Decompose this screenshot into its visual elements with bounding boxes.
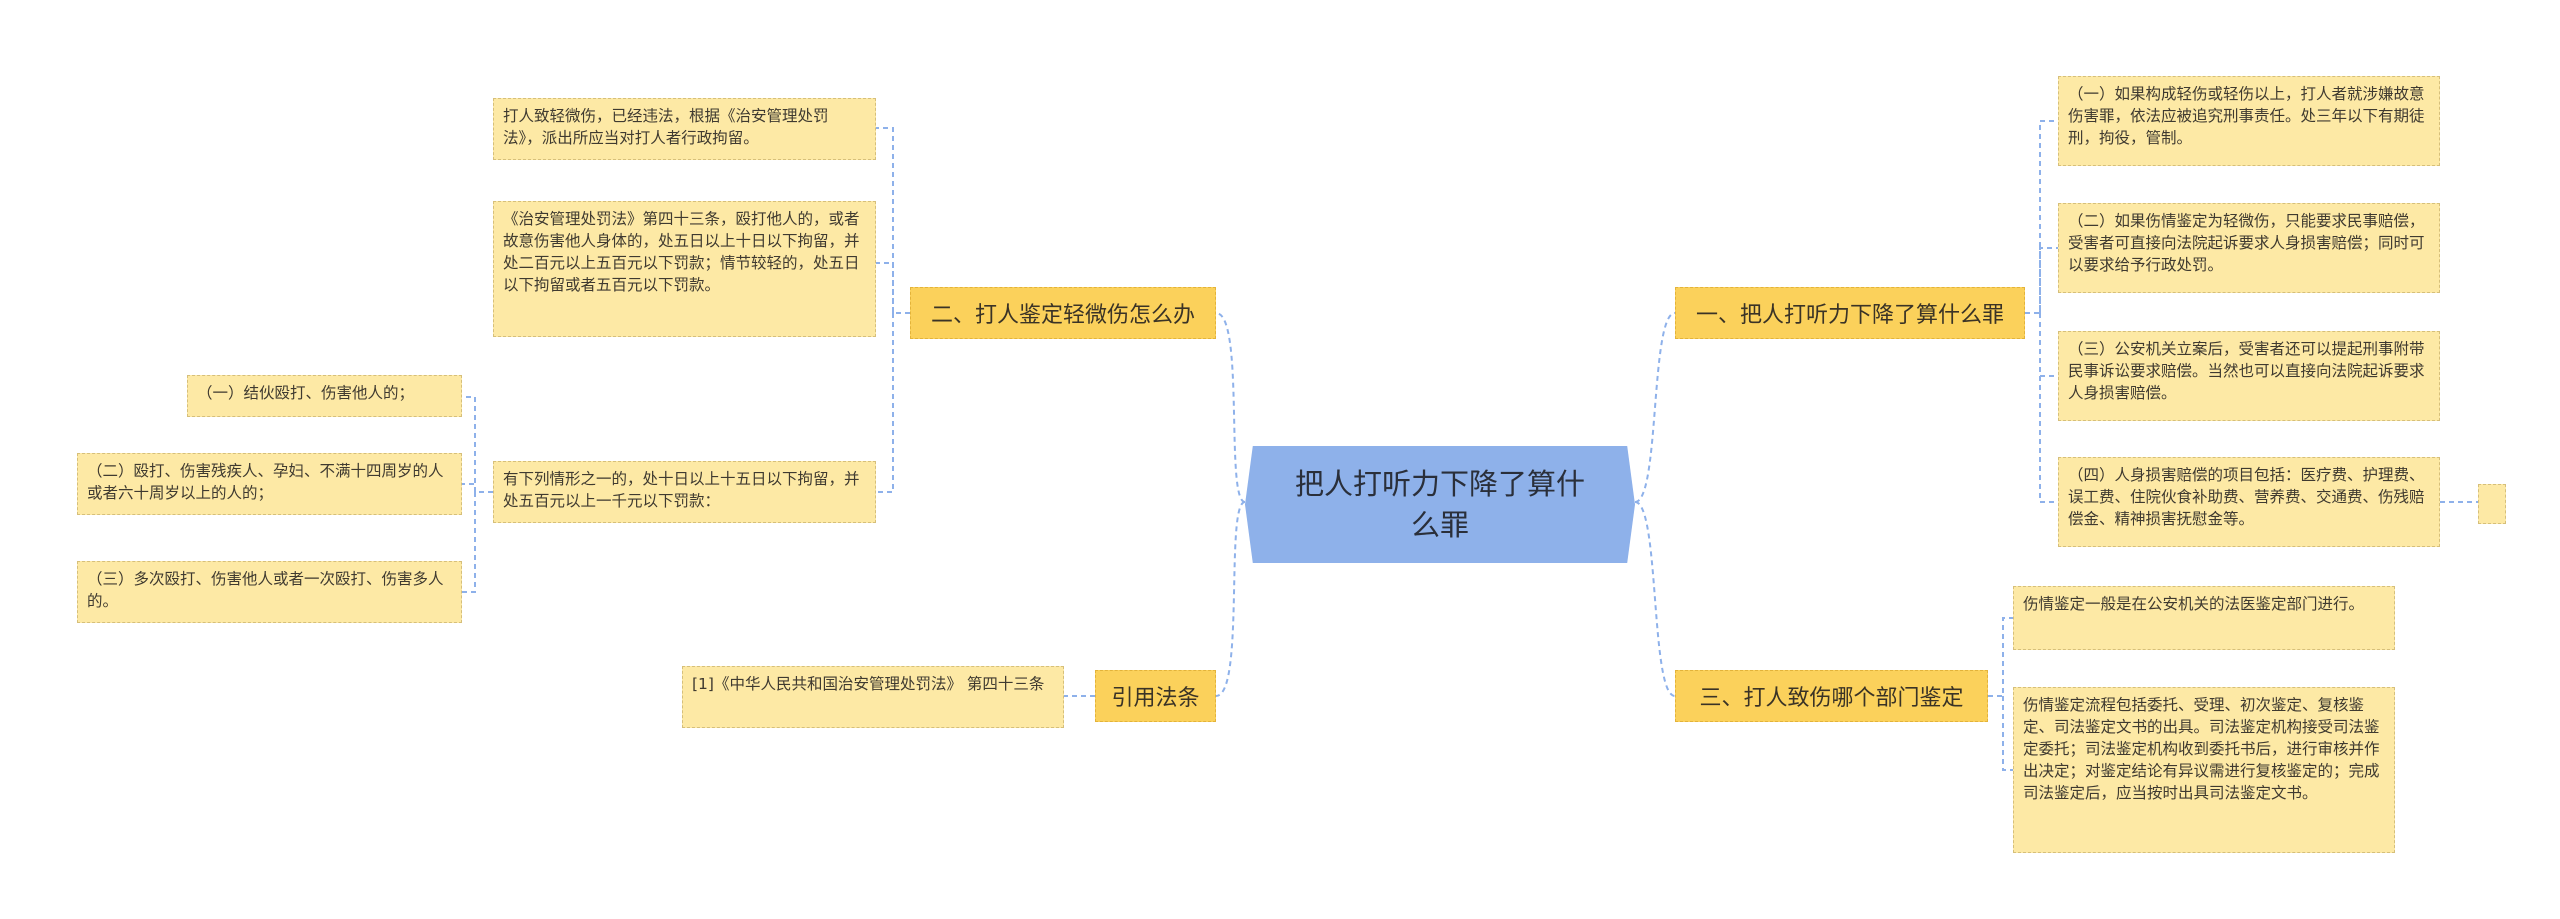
leaf-vulnerable-victims[interactable]: （二）殴打、伤害残疾人、孕妇、不满十四周岁的人或者六十周岁以上的人的； [77,453,462,515]
branch-cited-law[interactable]: 引用法条 [1095,670,1216,722]
leaf-law-citation[interactable]: [1]《中华人民共和国治安管理处罚法》 第四十三条 [682,666,1064,728]
leaf-appraisal-process[interactable]: 伤情鉴定流程包括委托、受理、初次鉴定、复核鉴定、司法鉴定文书的出具。司法鉴定机构… [2013,687,2395,853]
branch-label: 引用法条 [1111,686,1200,711]
root-topic[interactable]: 把人打听力下降了算什么罪 [1245,446,1635,563]
leaf-aggravating-circumstances[interactable]: 有下列情形之一的，处十日以上十五日以下拘留，并处五百元以上一千元以下罚款： [493,461,876,523]
branch-label: 二、打人鉴定轻微伤怎么办 [930,303,1195,328]
leaf-serious-injury[interactable]: （一）如果构成轻伤或轻伤以上，打人者就涉嫌故意伤害罪，依法应被追究刑事责任。处三… [2058,76,2440,166]
leaf-appraisal-department[interactable]: 伤情鉴定一般是在公安机关的法医鉴定部门进行。 [2013,586,2395,650]
branch-injury-appraisal[interactable]: 三、打人致伤哪个部门鉴定 [1675,670,1988,722]
leaf-article-43[interactable]: 《治安管理处罚法》第四十三条，殴打他人的，或者故意伤害他人身体的，处五日以上十日… [493,201,876,337]
leaf-administrative-detention[interactable]: 打人致轻微伤，已经违法，根据《治安管理处罚法》，派出所应当对打人者行政拘留。 [493,98,876,160]
branch-minor-injury[interactable]: 二、打人鉴定轻微伤怎么办 [910,287,1216,339]
branch-label: 一、把人打听力下降了算什么罪 [1695,303,2004,328]
leaf-gang-assault[interactable]: （一）结伙殴打、伤害他人的； [187,375,462,417]
collapsed-node-stub[interactable] [2478,484,2506,524]
leaf-minor-injury-compensation[interactable]: （二）如果伤情鉴定为轻微伤，只能要求民事赔偿，受害者可直接向法院起诉要求人身损害… [2058,203,2440,293]
leaf-repeated-assault[interactable]: （三）多次殴打、伤害他人或者一次殴打、伤害多人的。 [77,561,462,623]
branch-label: 三、打人致伤哪个部门鉴定 [1699,686,1964,711]
leaf-compensation-items[interactable]: （四）人身损害赔偿的项目包括：医疗费、护理费、误工费、住院伙食补助费、营养费、交… [2058,457,2440,547]
root-title: 把人打听力下降了算什么罪 [1294,466,1585,542]
leaf-civil-suit[interactable]: （三）公安机关立案后，受害者还可以提起刑事附带民事诉讼要求赔偿。当然也可以直接向… [2058,331,2440,421]
branch-what-crime[interactable]: 一、把人打听力下降了算什么罪 [1675,287,2025,339]
